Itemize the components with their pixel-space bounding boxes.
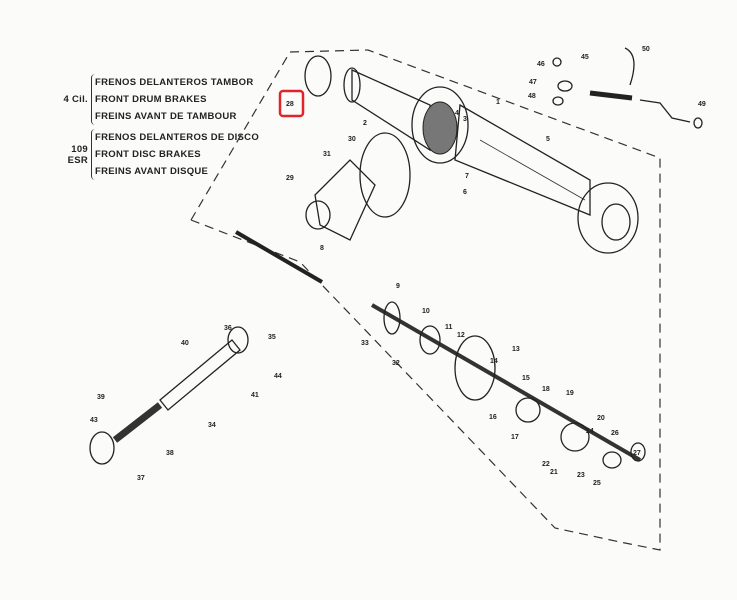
part-label[interactable]: 37	[137, 475, 145, 482]
group-boundary	[190, 49, 661, 551]
part-label[interactable]: 50	[642, 46, 650, 53]
part-label[interactable]: 41	[251, 392, 259, 399]
part-label[interactable]: 49	[698, 101, 706, 108]
hub-assembly	[370, 301, 646, 469]
part-label[interactable]: 35	[268, 334, 276, 341]
part-label[interactable]: 13	[512, 346, 520, 353]
part-label[interactable]: 6	[463, 189, 467, 196]
legend-line: FRONT DISC BRAKES	[95, 149, 201, 160]
legend-line: FRONT DRUM BRAKES	[95, 94, 207, 105]
part-label[interactable]: 10	[422, 308, 430, 315]
differential-carrier	[305, 132, 411, 241]
part-label[interactable]: 33	[361, 340, 369, 347]
part-label[interactable]: 38	[166, 450, 174, 457]
part-label[interactable]: 17	[511, 434, 519, 441]
part-label[interactable]: 9	[396, 283, 400, 290]
part-label[interactable]: 3	[463, 116, 467, 123]
part-label[interactable]: 4	[455, 110, 459, 117]
part-label[interactable]: 15	[522, 375, 530, 382]
part-label[interactable]: 7	[465, 173, 469, 180]
propeller-shaft	[89, 326, 249, 465]
model-label: 109 ESR	[67, 143, 88, 166]
half-shaft	[234, 230, 324, 284]
brake-legend: 4 Cil. FRENOS DELANTEROS TAMBOR FRONT DR…	[58, 74, 259, 184]
part-labels: 28 1 2 3 4 5 6 7 8 9 10 11 12 13 14 15 1…	[90, 46, 706, 487]
legend-line: FREINS AVANT DISQUE	[95, 166, 209, 177]
legend-group-drum: 4 Cil. FRENOS DELANTEROS TAMBOR FRONT DR…	[58, 74, 259, 125]
part-label[interactable]: 8	[320, 245, 324, 252]
part-label[interactable]: 12	[457, 332, 465, 339]
axle-housing	[343, 67, 639, 254]
legend-line: FRENOS DELANTEROS DE DISCO	[95, 132, 260, 143]
part-label[interactable]: 45	[581, 54, 589, 61]
part-label[interactable]: 29	[286, 175, 294, 182]
part-label[interactable]: 21	[550, 469, 558, 476]
part-label[interactable]: 27	[633, 450, 641, 457]
part-label[interactable]: 2	[363, 120, 367, 127]
part-label[interactable]: 39	[97, 394, 105, 401]
part-label[interactable]: 43	[90, 417, 98, 424]
part-label[interactable]: 19	[566, 390, 574, 397]
part-label[interactable]: 20	[597, 415, 605, 422]
part-label[interactable]: 14	[490, 358, 498, 365]
legend-line: FREINS AVANT DE TAMBOUR	[95, 111, 237, 122]
gasket-28	[304, 55, 332, 97]
part-label[interactable]: 36	[224, 325, 232, 332]
part-label[interactable]: 47	[529, 79, 537, 86]
legend-line: FRENOS DELANTEROS TAMBOR	[95, 77, 254, 88]
part-label[interactable]: 16	[489, 414, 497, 421]
part-label[interactable]: 25	[593, 480, 601, 487]
part-label[interactable]: 31	[323, 151, 331, 158]
part-label[interactable]: 11	[445, 324, 453, 331]
model-label: 4 Cil.	[63, 94, 88, 105]
part-label[interactable]: 34	[208, 422, 216, 429]
part-label[interactable]: 26	[611, 430, 619, 437]
part-label[interactable]: 30	[348, 136, 356, 143]
part-label[interactable]: 23	[577, 472, 585, 479]
part-label[interactable]: 1	[496, 99, 500, 106]
brake-pipe-parts	[552, 47, 703, 129]
part-label[interactable]: 18	[542, 386, 550, 393]
part-label[interactable]: 48	[528, 93, 536, 100]
part-label[interactable]: 24	[586, 428, 594, 435]
part-label[interactable]: 22	[542, 461, 550, 468]
highlight-box	[278, 89, 305, 118]
part-label[interactable]: 5	[546, 136, 550, 143]
legend-group-disc: 109 ESR FRENOS DELANTEROS DE DISCO FRONT…	[52, 129, 259, 180]
part-label[interactable]: 44	[274, 373, 282, 380]
part-label[interactable]: 46	[537, 61, 545, 68]
part-label[interactable]: 32	[392, 360, 400, 367]
part-label[interactable]: 40	[181, 340, 189, 347]
part-label-28[interactable]: 28	[286, 101, 294, 108]
